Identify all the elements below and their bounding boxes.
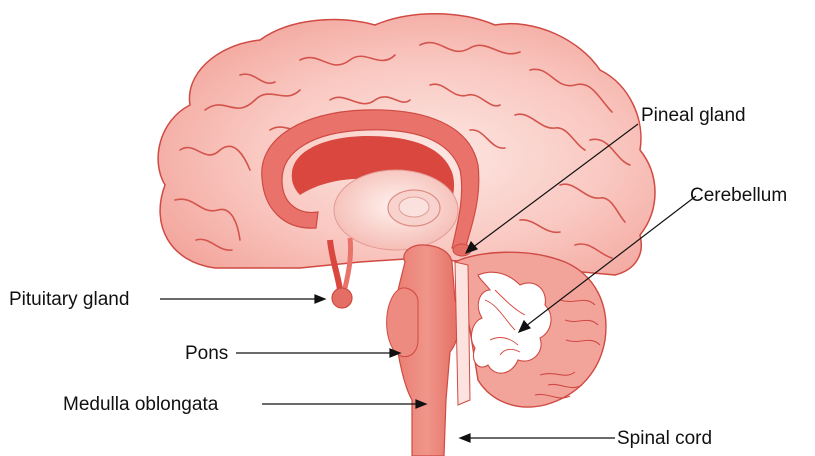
thalamus-core [399,197,429,217]
fourth-ventricle [455,262,470,405]
label-medulla-oblongata: Medulla oblongata [63,395,218,414]
label-pons: Pons [185,344,228,363]
pons-bulge [387,288,418,357]
label-pineal-gland: Pineal gland [641,106,746,125]
arrow-spinal [460,434,470,442]
arrow-pituitary [315,295,325,303]
pituitary-gland [332,288,352,308]
label-cerebellum: Cerebellum [690,186,787,205]
label-pituitary-gland: Pituitary gland [9,290,129,309]
label-spinal-cord: Spinal cord [617,429,712,448]
